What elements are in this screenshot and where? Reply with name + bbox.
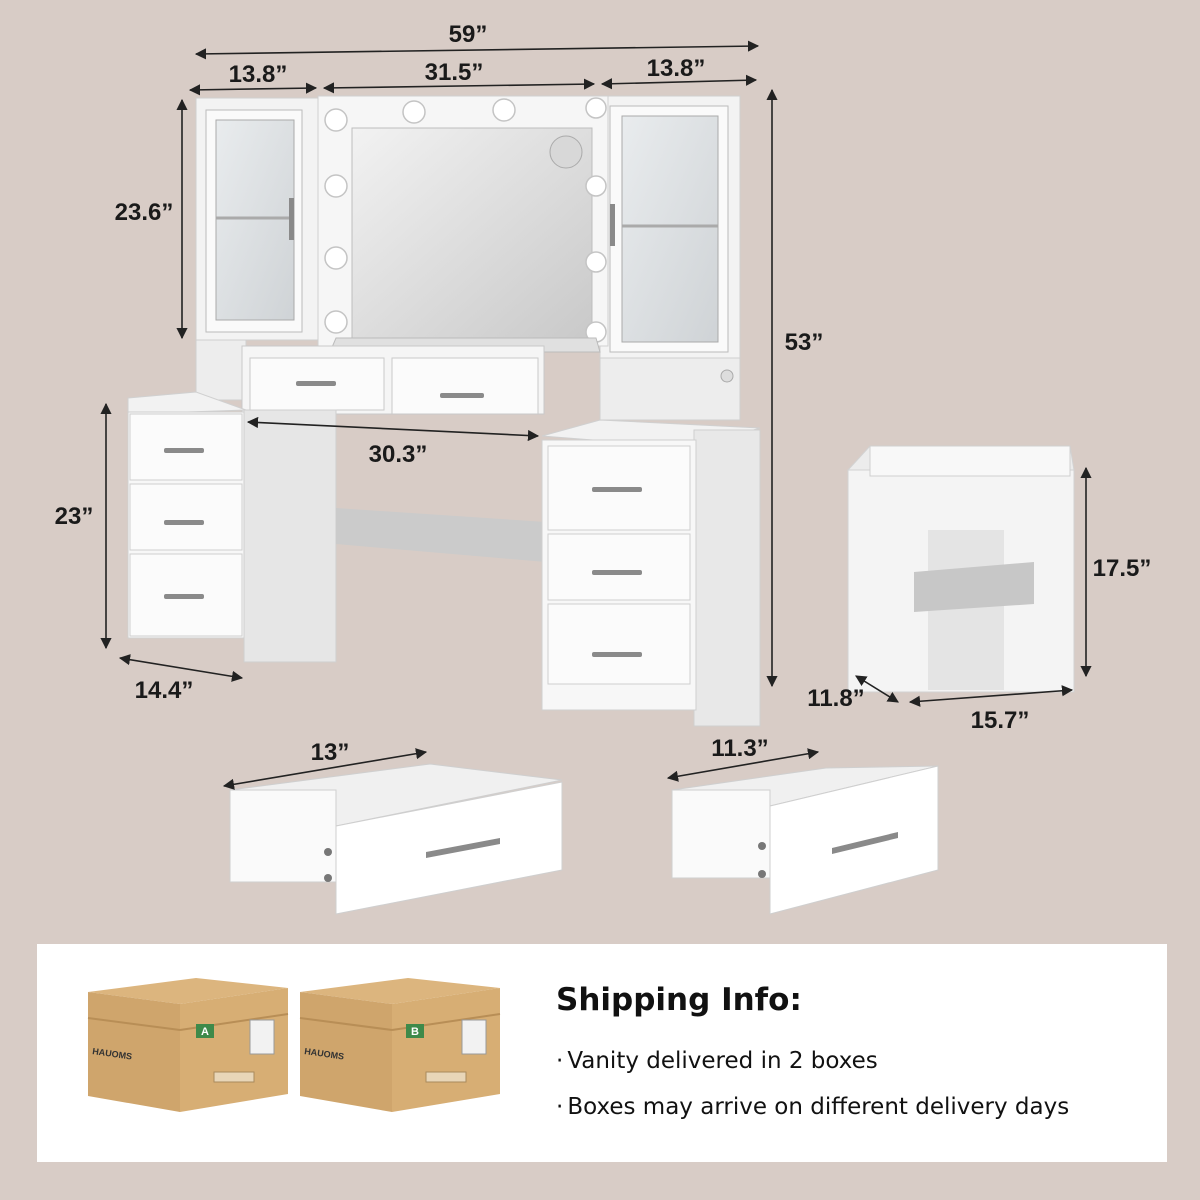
dim-left-cabinet-width: 13.8” [229, 61, 288, 88]
dim-desk-inner-width: 30.3” [369, 441, 428, 468]
vanity-hutch [195, 95, 741, 421]
dim-cabinet-height: 23.6” [115, 199, 174, 226]
box-b: HAUOMS B [299, 978, 501, 1112]
dim-stool-height: 17.5” [1093, 555, 1152, 582]
dim-stool-depth: 11.8” [807, 685, 864, 712]
box-a-label: A [201, 1026, 209, 1038]
dim-stool-width: 15.7” [971, 707, 1030, 734]
shipping-title: Shipping Info: [556, 982, 802, 1018]
desk-top-drawers [241, 345, 545, 415]
dimension-lines [100, 40, 1092, 790]
shipping-line-1-text: Vanity delivered in 2 boxes [567, 1048, 878, 1074]
stool-cushion [869, 445, 1071, 477]
dim-desk-depth: 14.4” [135, 677, 194, 704]
left-door-handle [289, 198, 294, 240]
dimension-labels: 59” 13.8” 31.5” 13.8” 23.6” 53” 30.3” 23… [55, 21, 1152, 766]
right-door-handle [610, 204, 615, 246]
right-pedestal [541, 419, 761, 727]
bullet: · [556, 1094, 564, 1120]
vanity-stool [846, 445, 1075, 693]
bullet: · [556, 1048, 564, 1074]
dim-mirror-width: 31.5” [425, 59, 484, 86]
large-drawer [229, 763, 563, 915]
dim-total-height: 53” [785, 329, 824, 356]
small-drawer [671, 765, 939, 915]
mirror [351, 127, 593, 339]
shipping-line-2: ·Boxes may arrive on different delivery … [556, 1094, 1069, 1120]
box-a: HAUOMS A [87, 978, 289, 1112]
left-pedestal [127, 391, 337, 663]
box-b-label: B [411, 1026, 419, 1038]
dim-small-drawer-width: 11.3” [711, 735, 768, 762]
desk-support-bar [336, 508, 546, 562]
dim-right-cabinet-width: 13.8” [647, 55, 706, 82]
light-bulbs [324, 97, 607, 343]
shipping-line-1: ·Vanity delivered in 2 boxes [556, 1048, 878, 1074]
dim-desk-height: 23” [55, 503, 94, 530]
shipping-line-2-text: Boxes may arrive on different delivery d… [567, 1094, 1070, 1120]
magnifying-mirror [549, 135, 583, 169]
dim-large-drawer-width: 13” [311, 739, 350, 766]
dim-total-width: 59” [449, 21, 488, 48]
